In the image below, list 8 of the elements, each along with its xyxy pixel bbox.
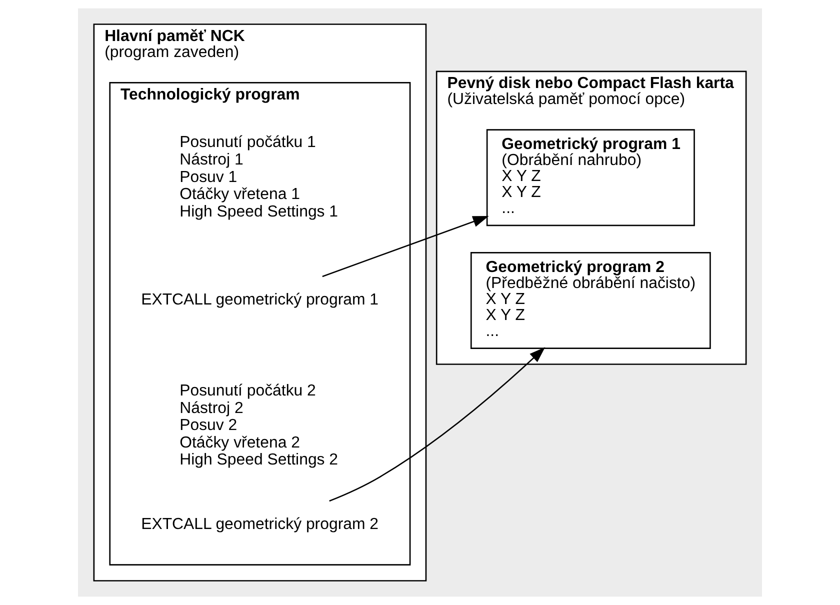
node-text: EXTCALL geometrický program 2 [141,516,379,534]
node-box: Geometrický program 2 (Předběžné obrábění načisto) X Y Z X Y Z ... [470,252,711,349]
node-text: Posunutí počátku 1 Nástroj 1 Posuv 1 Otáčky vřetena 1 High Speed Settings 1 [180,134,338,220]
node-text: EXTCALL geometrický program 1 [141,292,379,309]
arrow [322,216,489,278]
arrow [329,347,546,502]
node-box: Geometrický program 1 (Obrábění nahrubo) X Y Z X Y Z ... [486,129,695,226]
node-text: Posunutí počátku 2 Nástroj 2 Posuv 2 Otáčky vřetena 2 High Speed Settings 2 [180,382,338,469]
